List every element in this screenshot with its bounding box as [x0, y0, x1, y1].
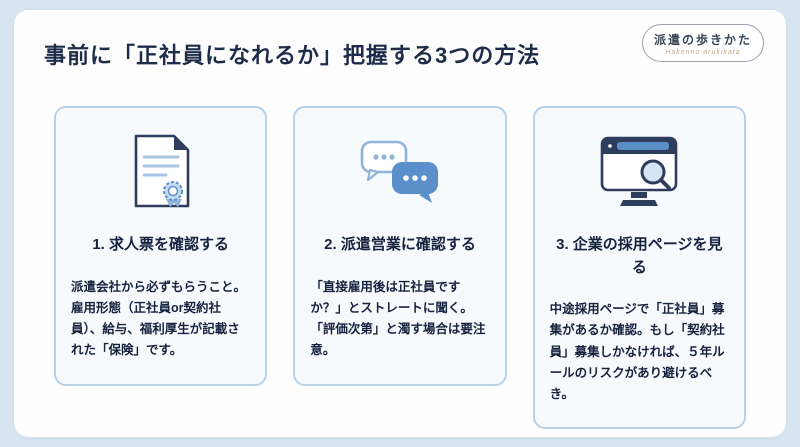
method-card-2-body: 「直接雇用後は正社員ですか？」とストレートに聞く。「評価次第」と濁す場合は要注意…	[310, 279, 486, 358]
brand-logo-text: 派遣の歩きかた	[653, 32, 752, 47]
brand-logo: 派遣の歩きかた Hakenno arukikata	[642, 24, 764, 62]
method-card-3: 3. 企業の採用ページを見る 中途採用ページで「正社員」募集があるか確認。もし「…	[532, 106, 746, 430]
main-panel: 事前に「正社員になれるか」把握する3つの方法 派遣の歩きかた Hakenno a…	[14, 10, 786, 437]
document-seal-icon	[71, 132, 250, 210]
chat-bubbles-icon	[310, 132, 489, 210]
method-card-2: 2. 派遣営業に確認する 「直接雇用後は正社員ですか？」とストレートに聞く。「評…	[293, 106, 507, 386]
page-title: 事前に「正社員になれるか」把握する3つの方法	[44, 43, 541, 68]
browser-search-icon	[550, 132, 729, 210]
method-card-1-heading: 1. 求人票を確認する	[92, 236, 229, 253]
method-card-2-heading: 2. 派遣営業に確認する	[324, 236, 476, 253]
brand-logo-subtext: Hakenno arukikata	[665, 48, 741, 56]
method-cards: 1. 求人票を確認する 派遣会社から必ずもらうこと。雇用形態（正社員or契約社員…	[54, 106, 746, 430]
method-card-3-heading: 3. 企業の採用ページを見る	[556, 236, 723, 276]
method-card-1-body: 派遣会社から必ずもらうこと。雇用形態（正社員or契約社員）、給与、福利厚生が記載…	[71, 279, 247, 358]
method-card-1: 1. 求人票を確認する 派遣会社から必ずもらうこと。雇用形態（正社員or契約社員…	[54, 106, 268, 386]
method-card-3-body: 中途採用ページで「正社員」募集があるか確認。もし「契約社員」募集しかなければ、５…	[549, 302, 725, 401]
